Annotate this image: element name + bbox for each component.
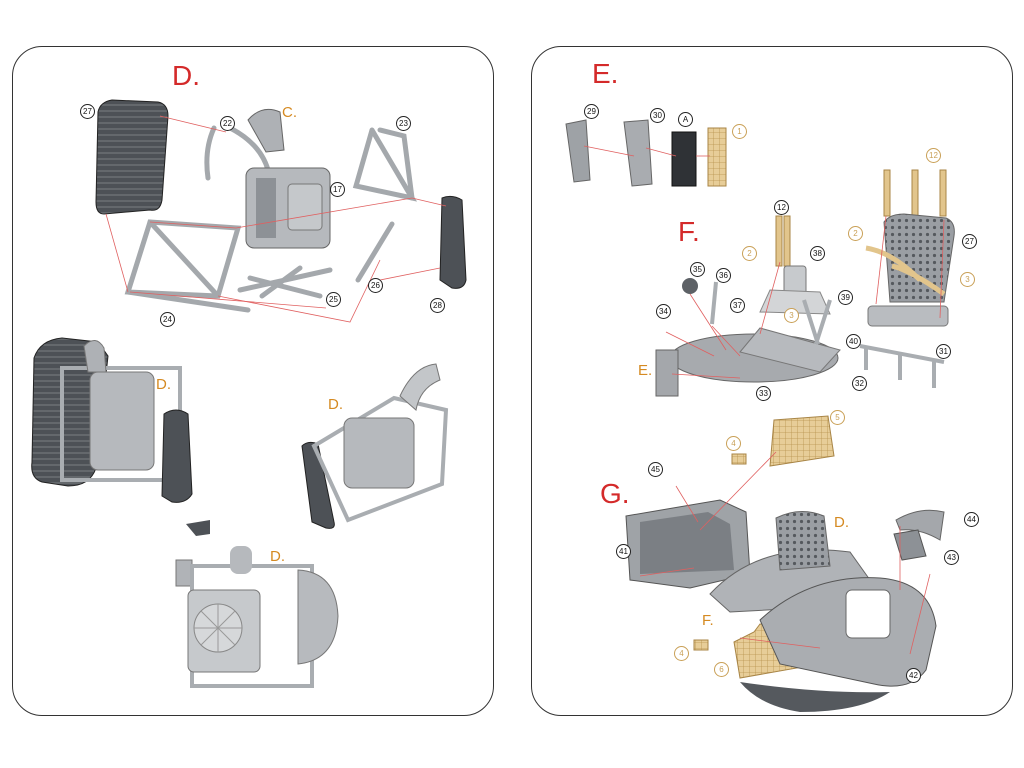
photoetch-callout-2-rear: 2 <box>848 226 863 241</box>
part-callout-45: 45 <box>648 462 663 477</box>
firewall-part-28 <box>439 195 467 289</box>
step-label-f: F. <box>678 216 700 247</box>
engine-subassembly-c <box>245 108 331 249</box>
part-callout-22: 22 <box>220 116 235 131</box>
part-callout-38: 38 <box>810 246 825 261</box>
subassembly-label-d-2: D. <box>328 396 343 413</box>
part-callout-31: 31 <box>936 344 951 359</box>
part-callout-25: 25 <box>326 292 341 307</box>
seat-cushion-parts-e <box>565 119 727 187</box>
part-callout-28: 28 <box>430 298 445 313</box>
guide-lines-right <box>583 145 945 655</box>
part-callout-26: 26 <box>368 278 383 293</box>
part-callout-34: 34 <box>656 304 671 319</box>
part-callout-24: 24 <box>160 312 175 327</box>
part-callout-33: 33 <box>756 386 771 401</box>
part-callout-12: 12 <box>774 200 789 215</box>
subassembly-label-c: C. <box>282 104 297 121</box>
photoetch-callout-4-top: 4 <box>726 436 741 451</box>
photoetch-callout-6: 6 <box>714 662 729 677</box>
subassembly-label-e: E. <box>638 362 653 379</box>
part-callout-39: 39 <box>838 290 853 305</box>
assembled-view-rear <box>301 363 449 529</box>
part-callout-36: 36 <box>716 268 731 283</box>
part-callout-27: 27 <box>80 104 95 119</box>
part-callout-30: 30 <box>650 108 665 123</box>
photoetch-callout-3-front: 3 <box>784 308 799 323</box>
cockpit-floor-subassembly-f <box>655 265 841 397</box>
step-label-d: D. <box>172 60 200 91</box>
photoetch-callout-4-bottom: 4 <box>674 646 689 661</box>
assembled-view-front <box>31 337 193 503</box>
part-callout-41: 41 <box>616 544 631 559</box>
part-callout-23: 23 <box>396 116 411 131</box>
part-callout-42: 42 <box>906 668 921 683</box>
subassembly-label-d-1: D. <box>156 376 171 393</box>
fuselage-subassembly-g <box>625 499 945 712</box>
photoetch-callout-5: 5 <box>830 410 845 425</box>
photoetch-callout-1: 1 <box>732 124 747 139</box>
photoetch-callout-12: 12 <box>926 148 941 163</box>
part-callout-27-right: 27 <box>962 234 977 249</box>
part-callout-a: A <box>678 112 693 127</box>
step-label-g: G. <box>600 478 630 509</box>
part-callout-17: 17 <box>330 182 345 197</box>
subassembly-label-d: D. <box>834 514 849 531</box>
assembled-view-side <box>175 520 339 688</box>
subassembly-label-d-3: D. <box>270 548 285 565</box>
photoetch-callout-2-front: 2 <box>742 246 757 261</box>
photoetch-callout-3-rear: 3 <box>960 272 975 287</box>
radiator-part-27 <box>95 99 169 215</box>
part-callout-29: 29 <box>584 104 599 119</box>
subassembly-label-f: F. <box>702 612 714 629</box>
part-callout-43: 43 <box>944 550 959 565</box>
part-callout-35: 35 <box>690 262 705 277</box>
rear-seat-subassembly <box>859 213 955 388</box>
step-label-e: E. <box>592 58 619 89</box>
part-callout-32: 32 <box>852 376 867 391</box>
part-callout-44: 44 <box>964 512 979 527</box>
part-callout-40: 40 <box>846 334 861 349</box>
part-callout-37: 37 <box>730 298 745 313</box>
